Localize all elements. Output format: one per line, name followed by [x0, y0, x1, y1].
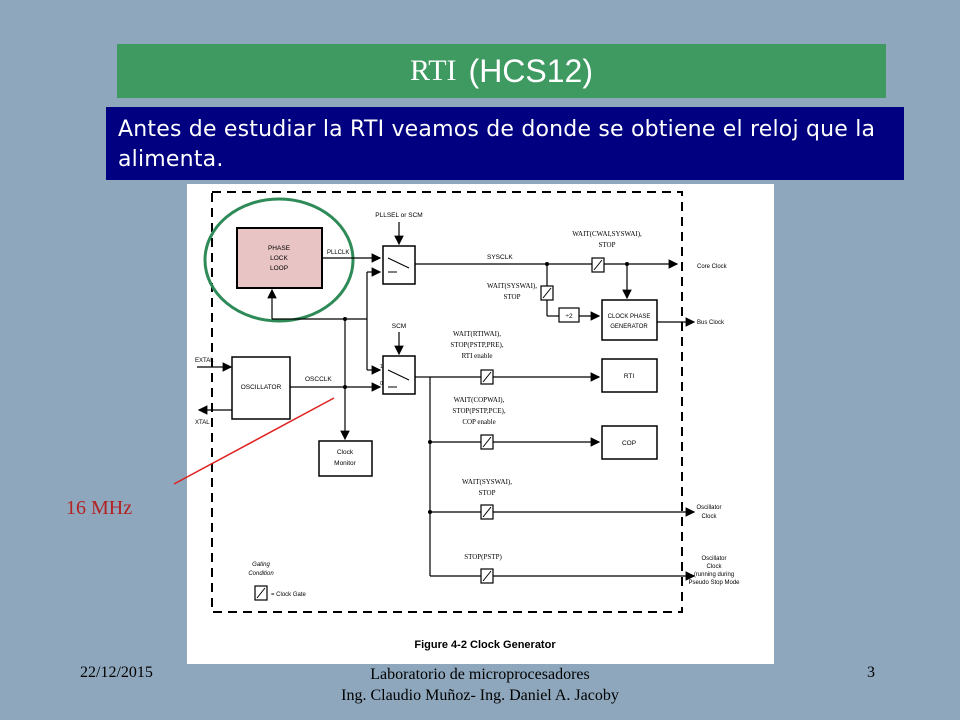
- osc-clock-label-2: Clock: [701, 514, 717, 520]
- div2-label: ÷2: [565, 313, 573, 320]
- mux-label-1: 1: [380, 364, 383, 370]
- g4-label-1: WAIT(COPWAI),: [454, 396, 505, 404]
- footer-line-2: Ing. Claudio Muñoz- Ing. Daniel A. Jacob…: [341, 687, 619, 704]
- pll-label-2: LOCK: [270, 255, 288, 262]
- g4-label-3: COP enable: [462, 418, 495, 426]
- clock-phase-generator: [601, 299, 658, 341]
- pll-block: [236, 227, 323, 289]
- title-rti: RTI: [410, 54, 457, 87]
- module-boundary: [211, 191, 683, 613]
- footer-date: 22/12/2015: [80, 664, 153, 681]
- oscillator-label: OSCILLATOR: [241, 384, 282, 391]
- pseudo-label-1: Oscillator: [701, 556, 726, 562]
- cpg-label-1: CLOCK PHASE: [608, 314, 651, 320]
- rti-label: RTI: [624, 373, 635, 380]
- g3-label-3: RTI enable: [462, 352, 493, 360]
- g1-label-2: STOP: [599, 241, 616, 249]
- figure-caption: Figure 4-2 Clock Generator: [414, 639, 556, 651]
- g5-label-1: WAIT(SYSWAI),: [462, 478, 512, 486]
- pseudo-label-4: Pseudo Stop Mode: [688, 580, 740, 586]
- title-hcs12: (HCS12): [468, 52, 593, 89]
- clock-generator-figure: PHASE LOCK LOOP PLLCLK PLLSEL or SCM SYS…: [187, 184, 774, 664]
- clock-monitor-label-2: Monitor: [334, 460, 357, 467]
- g4-label-2: STOP(PSTP,PCE),: [452, 407, 505, 415]
- rti-block: [601, 358, 658, 393]
- legend-title-2: Condition: [248, 571, 274, 577]
- g3-label-1: WAIT(RTIWAI),: [453, 330, 501, 338]
- osc-clock-label-1: Oscillator: [696, 505, 721, 511]
- intro-text: Antes de estudiar la RTI veamos de donde…: [106, 107, 904, 180]
- pseudo-label-2: Clock: [706, 564, 722, 570]
- clock-monitor-block: [318, 440, 373, 477]
- clock-diagram: PHASE LOCK LOOP PLLCLK PLLSEL or SCM SYS…: [195, 191, 740, 651]
- slide-title: RTI (HCS12): [117, 44, 886, 98]
- frequency-annotation: 16 MHz: [66, 497, 133, 519]
- g2-label-2: STOP: [504, 293, 521, 301]
- sysclk-label: SYSCLK: [487, 254, 513, 261]
- pll-label-3: LOOP: [270, 265, 288, 272]
- g3-label-2: STOP(PSTP,PRE),: [450, 341, 503, 349]
- oscclk-label: OSCCLK: [305, 376, 332, 383]
- mux-label-0: 0: [380, 381, 383, 387]
- mux-1: [382, 245, 416, 285]
- core-clock-label: Core Clock: [697, 264, 728, 270]
- cop-label: COP: [622, 440, 636, 447]
- scm-label: SCM: [392, 323, 406, 330]
- g2-label-1: WAIT(SYSWAI),: [487, 282, 537, 290]
- cop-block: [601, 425, 658, 460]
- xtal-label: XTAL: [195, 420, 210, 426]
- pllsel-label: PLLSEL or SCM: [375, 212, 422, 219]
- pll-label-1: PHASE: [268, 245, 291, 252]
- pseudo-label-3: (running during: [694, 572, 734, 578]
- g6-label-1: STOP(PSTP): [464, 553, 502, 561]
- bus-clock-label: Bus Clock: [697, 320, 725, 326]
- clock-monitor-label-1: Clock: [337, 449, 354, 456]
- g1-label-1: WAIT(CWAI,SYSWAI),: [572, 230, 642, 238]
- divider-block: [558, 307, 580, 323]
- pllclk-label: PLLCLK: [327, 250, 349, 256]
- extal-label: EXTAL: [195, 358, 214, 364]
- page-number: 3: [867, 664, 875, 681]
- cpg-label-2: GENERATOR: [610, 324, 648, 330]
- legend-text: = Clock Gate: [271, 592, 307, 598]
- g5-label-2: STOP: [479, 489, 496, 497]
- footer-line-1: Laboratorio de microprocesadores: [370, 666, 590, 683]
- legend-title-1: Gating: [252, 562, 270, 568]
- footer-center: Laboratorio de microprocesadores Ing. Cl…: [330, 664, 630, 706]
- pll-highlight-ring: [203, 197, 355, 323]
